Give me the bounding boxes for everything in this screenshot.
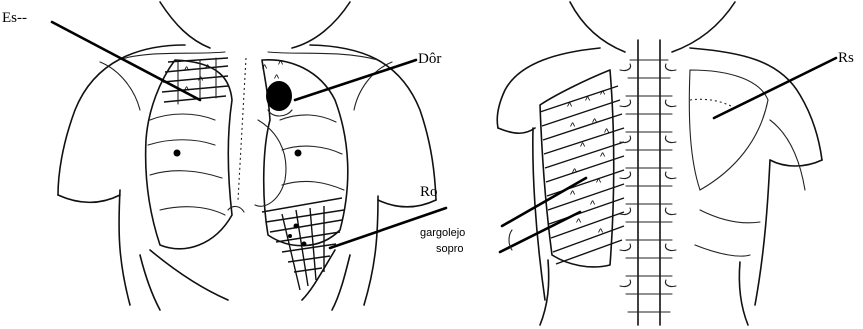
svg-text:^: ^ [590,199,596,211]
svg-text:^: ^ [585,95,591,107]
front-crosshatch-lower [262,198,344,290]
svg-text:^: ^ [604,127,610,139]
rs-pointer [714,58,836,118]
svg-text:^: ^ [567,101,573,113]
label-gargolejo: gargolejo [420,227,465,239]
svg-text:^: ^ [278,59,284,71]
svg-text:^: ^ [600,89,606,101]
front-torso: ^ ^ ^ ^ ^ ^ ^ [52,2,446,310]
svg-text:^: ^ [576,217,582,229]
label-ro: Ro [420,184,438,200]
svg-text:^: ^ [570,189,576,201]
svg-text:^: ^ [570,121,576,133]
label-rs: Rs [838,50,854,66]
svg-text:^: ^ [572,167,578,179]
svg-text:^: ^ [205,63,211,75]
svg-text:^: ^ [262,63,268,75]
pain-mark [266,81,292,111]
svg-text:^: ^ [184,65,190,77]
dor-pointer [295,60,416,100]
spine [620,40,676,325]
svg-text:^: ^ [598,227,604,239]
back-torso: ^ ^ ^ ^ ^ ^ ^ ^ ^ ^ ^ ^ ^ ^ [497,2,836,325]
label-dor: Dôr [418,51,441,67]
svg-text:^: ^ [198,75,204,87]
svg-text:^: ^ [580,141,586,153]
svg-text:^: ^ [592,117,598,129]
svg-text:^: ^ [596,177,602,189]
label-es: Es-- [2,10,27,26]
label-sopro: sopro [436,243,464,255]
svg-text:^: ^ [600,151,606,163]
